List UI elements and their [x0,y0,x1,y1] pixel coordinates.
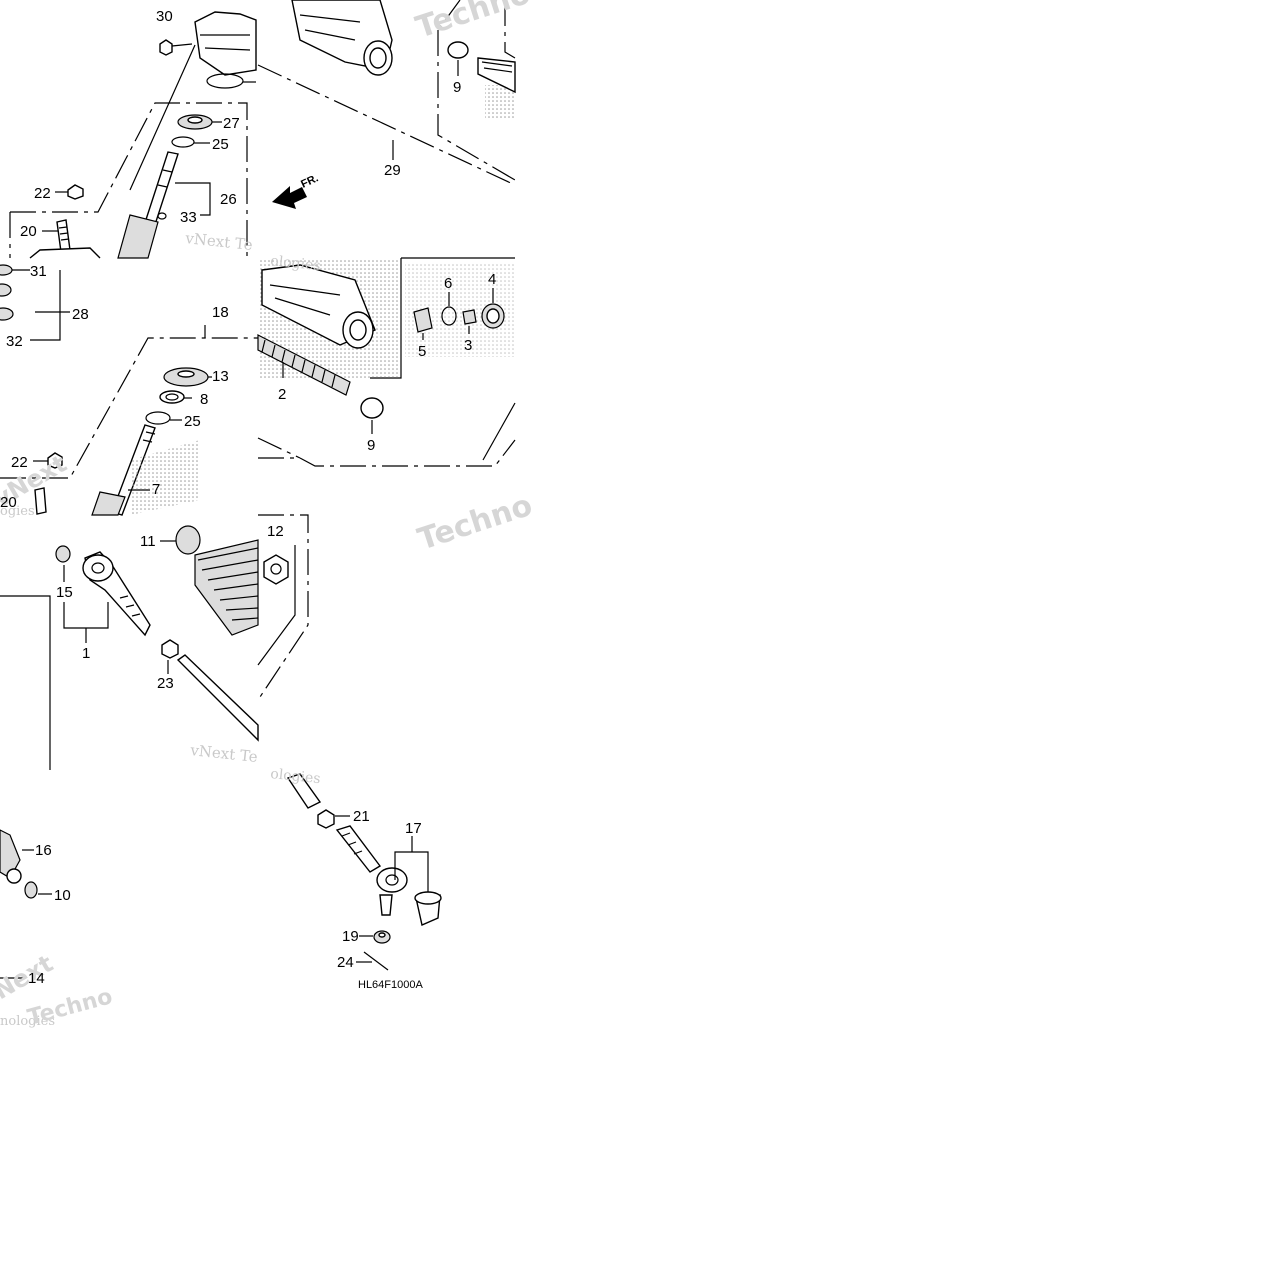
callout-25a: 25 [212,136,229,153]
rack-tube-part [176,654,259,742]
callout-29: 29 [384,162,401,179]
callout-9b: 9 [367,437,375,454]
plug-5 [413,307,433,340]
callout-32: 32 [6,333,23,350]
tile-top-middle [257,0,516,209]
tile-bottom-middle [286,773,442,971]
callout-6: 6 [444,275,452,292]
diagram-code: HL64F1000A [358,979,423,991]
watermark-8: ologies [270,766,322,787]
callout-22a: 22 [34,185,51,202]
spring-3 [462,309,477,334]
callout-28: 28 [72,306,89,323]
locknut-4 [481,288,505,329]
clip-15 [55,545,71,582]
watermark-2: vNext Te [184,229,254,254]
callout-33: 33 [180,209,197,226]
watermark-11: Techno [25,984,115,1031]
callout-27: 27 [223,115,240,132]
bearing-28 [0,283,14,321]
cotter-pin-24 [356,951,389,971]
watermark-1: Techno [412,0,535,46]
seal-13 [163,367,212,387]
tube-lower [286,773,322,809]
nut-19 [359,930,391,944]
band-11 [160,525,201,555]
stud-20b [34,487,47,515]
tile-middle-left [0,264,258,516]
callout-22b: 22 [11,454,28,471]
nut-23 [161,639,179,674]
gear-housing-part [194,11,257,76]
nut-31 [0,264,13,276]
callout-20a: 20 [20,223,37,240]
tile-bottom-left [0,829,52,979]
tile-middle-middle [257,257,516,467]
callout-18: 18 [212,304,229,321]
callout-1: 1 [82,645,90,662]
callout-13: 13 [212,368,229,385]
callout-8: 8 [200,391,208,408]
stud-20a [42,219,71,253]
rack-housing-part-2 [261,264,376,349]
callout-23: 23 [157,675,174,692]
front-indicator: FR. [299,172,320,190]
nut-22b [33,452,63,469]
seal-8 [159,390,192,404]
o-ring-part [206,73,244,89]
callout-15: 15 [56,584,73,601]
boot-16 [0,829,34,884]
rack-housing-part [291,0,393,76]
watermark-10: nologies [0,1014,55,1029]
callout-16: 16 [35,842,52,859]
nut-30 [159,39,193,56]
callout-25b: 25 [184,413,201,430]
callout-21: 21 [353,808,370,825]
callout-2: 2 [278,386,286,403]
callout-19: 19 [342,928,359,945]
callout-10: 10 [54,887,71,904]
rack-end-part [477,57,516,94]
shaded-area-1 [485,85,515,120]
tile-top-left [9,11,257,259]
callout-20b: 20 [0,494,17,511]
watermark-3: ologies [270,253,322,274]
callout-31: 31 [30,263,47,280]
callout-3: 3 [464,337,472,354]
tie-rod-1 [63,551,151,643]
callout-5: 5 [418,343,426,360]
watermark-7: vNext Te [189,741,259,766]
nut-12 [263,554,289,585]
o-ring-6 [441,292,457,326]
callout-11: 11 [140,533,156,550]
front-arrow [272,186,307,209]
bushing-9a [447,41,469,76]
band-10 [24,881,52,899]
seal-27 [177,114,222,130]
bushing-9b [360,397,384,434]
pinion-shaft-26 [117,151,211,259]
watermark-4: Techno [414,488,537,558]
callout-30: 30 [156,8,173,25]
boot-bellows [194,539,259,636]
callout-14: 14 [28,970,45,987]
callout-24: 24 [337,954,354,971]
circlip-25b [145,411,182,425]
nut-21 [317,809,350,829]
callout-9a: 9 [453,79,461,96]
steering-rack-2 [257,334,351,396]
callout-7: 7 [152,481,160,498]
callouts: 30 27 25 26 33 22 20 9 29 FR. 31 28 32 1… [0,8,496,991]
circlip-25a [171,136,210,148]
tie-rod-end-17 [335,825,429,916]
callout-12: 12 [267,523,284,540]
callout-4: 4 [488,271,496,288]
dust-cap [414,891,442,926]
nut-22a [55,184,84,200]
tile-lower-left [0,514,309,770]
watermark-6: ogies [0,504,35,519]
callout-17: 17 [405,820,422,837]
callout-26: 26 [220,191,237,208]
